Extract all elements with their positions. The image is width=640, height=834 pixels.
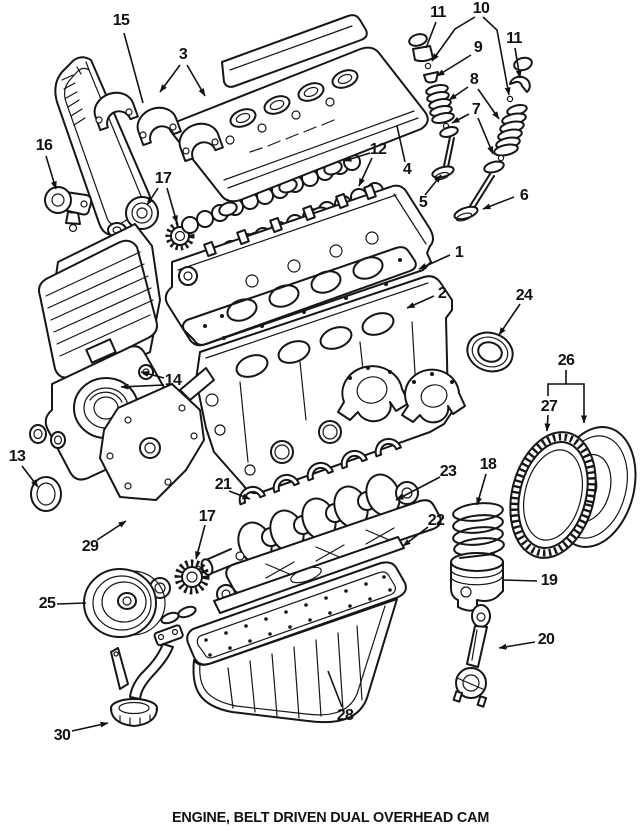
valve-cover-baffle-drawing xyxy=(221,14,368,88)
front-crank-seal-drawing xyxy=(30,476,62,512)
timing-covers-drawing xyxy=(29,223,173,481)
windage-tray-drawing xyxy=(213,499,442,614)
head-gasket-drawing xyxy=(182,246,417,346)
piston-drawing xyxy=(450,552,504,612)
valve-cover-drawing xyxy=(168,46,429,203)
oil-pan-drawing xyxy=(186,561,407,724)
oil-pump-drawing xyxy=(99,367,215,501)
oil-pickup-drawing xyxy=(110,605,197,727)
rear-seal-retainer-drawing xyxy=(337,331,514,424)
valve-train-parts-drawing xyxy=(408,33,533,222)
belt-tensioner-drawing xyxy=(44,186,93,233)
connecting-rod-drawing xyxy=(452,604,491,708)
crank-pulley-drawing xyxy=(83,568,166,638)
piston-rings-drawing xyxy=(452,502,505,557)
crankshaft-drawing xyxy=(195,473,419,577)
figure-caption: ENGINE, BELT DRIVEN DUAL OVERHEAD CAM xyxy=(171,809,490,826)
ring-gear-drawing xyxy=(509,431,597,559)
